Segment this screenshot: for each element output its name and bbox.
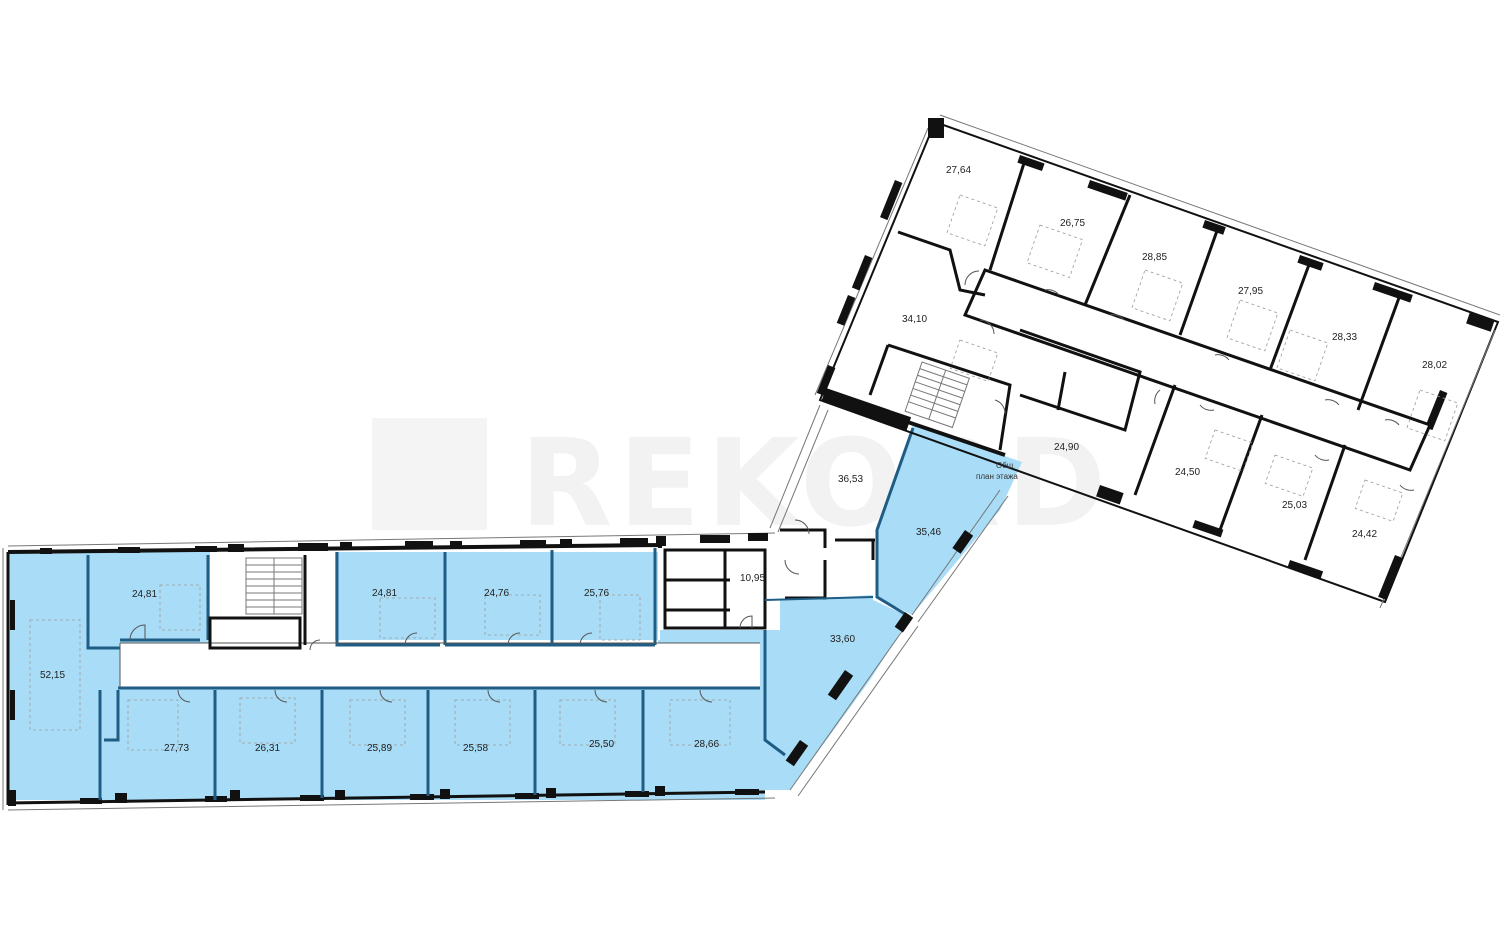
plan-caption: Общ	[996, 461, 1014, 470]
room-area-label[interactable]: 28,66	[694, 739, 719, 750]
right-wing-walls	[814, 114, 1500, 609]
room-area-label[interactable]: 24,76	[484, 588, 509, 599]
room-area-label[interactable]: 24,81	[132, 589, 157, 600]
room-area-label[interactable]: 27,95	[1238, 286, 1263, 297]
watermark-text: REKORD	[520, 415, 1112, 554]
room-area-label[interactable]: 34,10	[902, 314, 927, 325]
room-area-label[interactable]: 27,73	[164, 743, 189, 754]
connector-walls	[764, 387, 1009, 797]
room-area-label[interactable]: 24,81	[372, 588, 397, 599]
room-area-label[interactable]: 26,31	[255, 743, 280, 754]
room-area-label[interactable]: 35,46	[916, 527, 941, 538]
room-area-label[interactable]: 25,50	[589, 739, 614, 750]
room-area-label[interactable]: 36,53	[838, 474, 863, 485]
room-area-label[interactable]: 25,89	[367, 743, 392, 754]
watermark-logo	[372, 418, 487, 530]
room-area-label[interactable]: 24,42	[1352, 529, 1377, 540]
room-area-label[interactable]: 24,50	[1175, 467, 1200, 478]
left-wing-walls	[2, 532, 786, 811]
room-area-label[interactable]: 25,58	[463, 743, 488, 754]
unit-35-46-fill[interactable]	[877, 425, 1022, 615]
room-area-label[interactable]: 28,02	[1422, 360, 1447, 371]
room-area-label[interactable]: 26,75	[1060, 218, 1085, 229]
room-area-label[interactable]: 25,76	[584, 588, 609, 599]
highlighted-units	[8, 425, 1022, 800]
room-area-label[interactable]: 28,33	[1332, 332, 1357, 343]
room-labels: 27,64 26,75 28,85 27,95 28,33 28,02 34,1…	[40, 165, 1447, 754]
room-area-label[interactable]: 52,15	[40, 670, 65, 681]
room-area-label[interactable]: 33,60	[830, 634, 855, 645]
plan-caption: план этажа	[976, 472, 1018, 481]
room-area-label[interactable]: 28,85	[1142, 252, 1167, 263]
room-area-label[interactable]: 10,95	[740, 573, 765, 584]
room-area-label[interactable]: 24,90	[1054, 442, 1079, 453]
room-area-label[interactable]: 25,03	[1282, 500, 1307, 511]
room-area-label[interactable]: 27,64	[946, 165, 971, 176]
